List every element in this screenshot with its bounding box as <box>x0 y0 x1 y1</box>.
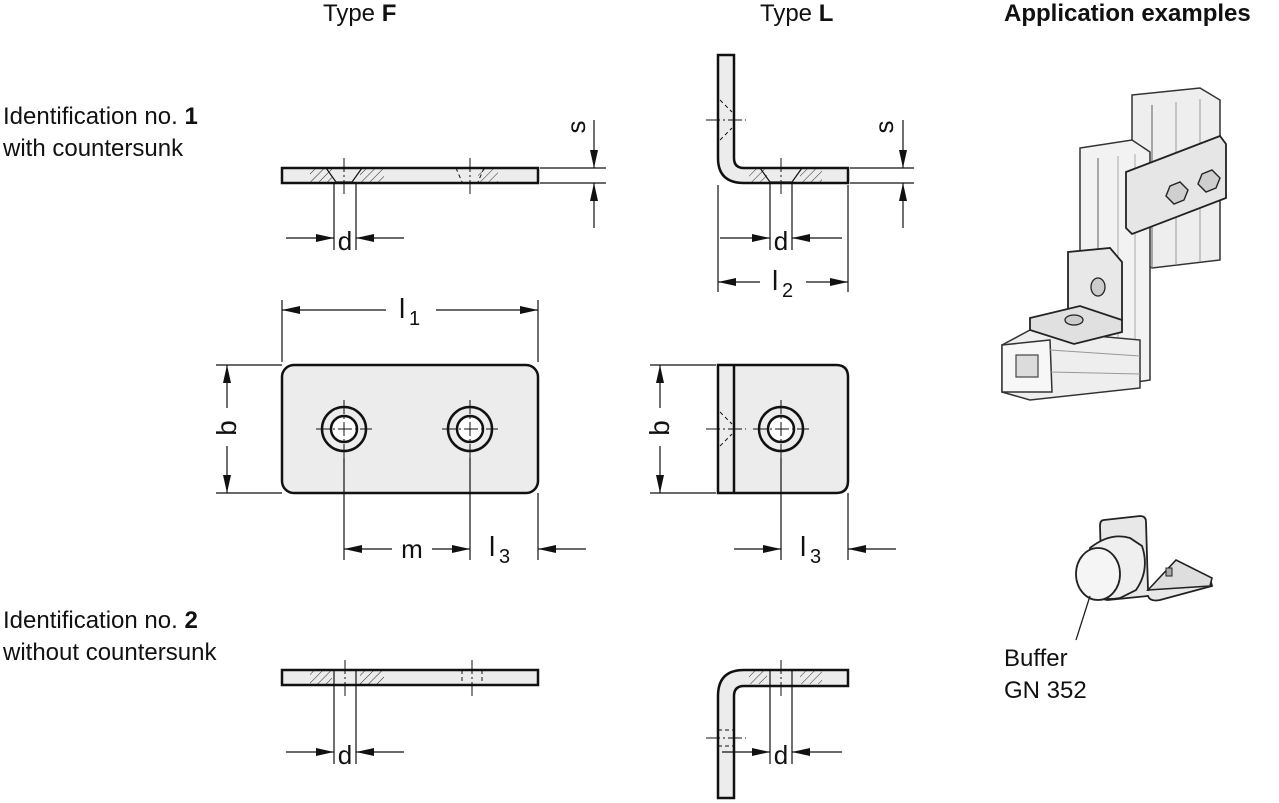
id2-number: 2 <box>184 607 198 634</box>
dim-s-l1: s <box>869 121 899 134</box>
dim-d-l2: d <box>774 740 788 770</box>
dim-d-f1: d <box>338 226 352 256</box>
dim-l3-f-sub: 3 <box>499 546 510 568</box>
buffer-label: Buffer <box>1004 645 1068 672</box>
type-l-section-countersunk: d l 2 s <box>706 53 914 302</box>
dim-m: m <box>401 534 423 564</box>
type-f-section-plain: d <box>280 660 540 770</box>
identification-2-desc: without countersunk <box>3 639 217 666</box>
id2-prefix: Identification no. <box>3 607 185 634</box>
id1-number: 1 <box>184 103 198 130</box>
dim-l1-letter: l <box>399 293 405 324</box>
dim-l1-sub: 1 <box>409 308 420 330</box>
dim-d-f2: d <box>338 740 352 770</box>
identification-1-desc: with countersunk <box>3 135 184 162</box>
dim-l2-letter: l <box>772 265 778 296</box>
dim-l2-sub: 2 <box>782 280 793 302</box>
id1-prefix: Identification no. <box>3 103 185 130</box>
type-f-prefix: Type <box>323 0 382 27</box>
dim-d-l1: d <box>774 226 788 256</box>
dim-s-f1: s <box>561 121 591 134</box>
application-buffer <box>1075 515 1214 641</box>
dim-b-f: b <box>211 420 242 436</box>
buffer-model: GN 352 <box>1004 677 1087 704</box>
type-f-header: Type F <box>323 2 396 26</box>
identification-2-title: Identification no. 2 <box>3 609 198 633</box>
dim-l3-f-letter: l <box>489 531 495 562</box>
dim-b-l: b <box>644 420 675 436</box>
type-f-top-view: l 1 b m l 3 <box>211 293 586 568</box>
type-l-section-plain: d <box>706 660 850 800</box>
type-l-top-view: b l 3 <box>644 363 896 568</box>
type-l-letter: L <box>818 0 834 27</box>
dim-l3-l-sub: 3 <box>810 546 821 568</box>
identification-1-title: Identification no. 1 <box>3 105 198 129</box>
dim-l3-l-letter: l <box>800 531 806 562</box>
application-profile-assembly <box>1001 87 1227 401</box>
type-f-section-countersunk: d s <box>280 120 606 256</box>
application-examples-header: Application examples <box>1004 0 1251 27</box>
type-l-prefix: Type <box>760 0 819 27</box>
type-f-letter: F <box>381 0 397 27</box>
type-l-header: Type L <box>760 2 833 26</box>
